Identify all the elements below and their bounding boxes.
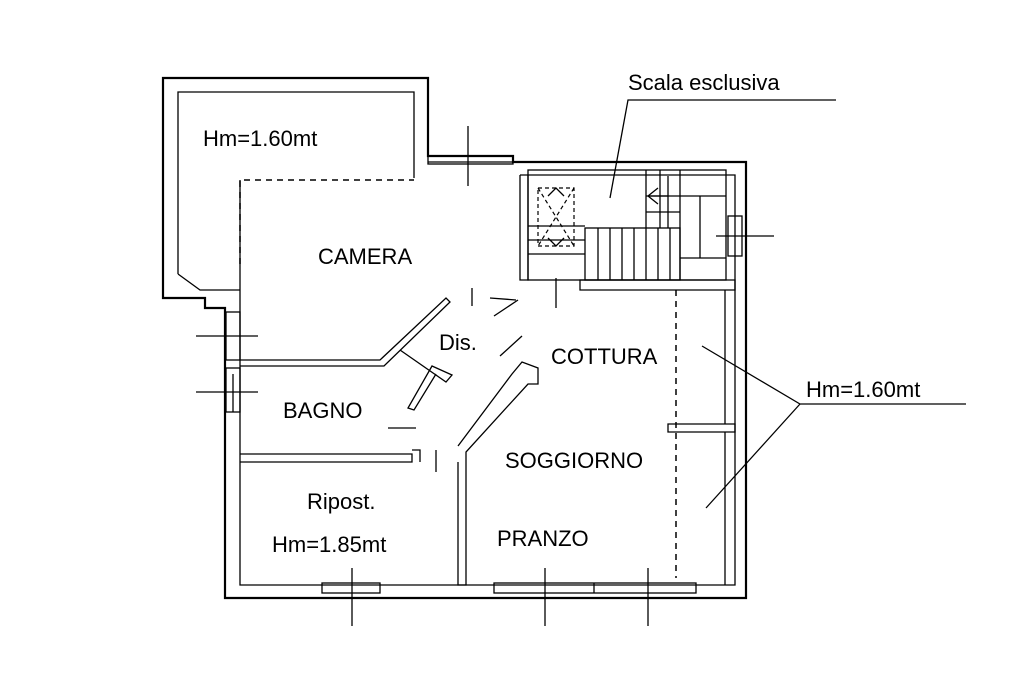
height-right-label: Hm=1.60mt <box>806 377 920 402</box>
room-cottura-label: COTTURA <box>551 344 658 369</box>
windows-bottom <box>321 568 697 626</box>
leader-lines <box>609 99 966 509</box>
room-bagno-label: BAGNO <box>283 398 362 423</box>
windows-left <box>196 311 258 413</box>
height-ripost-label: Hm=1.85mt <box>272 532 386 557</box>
camera-dashed-limit <box>239 179 414 264</box>
interior-walls <box>240 175 736 586</box>
room-camera-label: CAMERA <box>318 244 412 269</box>
window-top <box>427 126 514 186</box>
height-top-left-label: Hm=1.60mt <box>203 126 317 151</box>
room-pranzo-label: PRANZO <box>497 526 589 551</box>
room-ripost-label: Ripost. <box>307 489 375 514</box>
door-markers <box>388 278 557 472</box>
stair-note-label: Scala esclusiva <box>628 70 780 95</box>
window-right <box>716 215 774 257</box>
room-dis-label: Dis. <box>439 330 477 355</box>
outer-walls <box>161 76 748 600</box>
room-soggiorno-label: SOGGIORNO <box>505 448 643 473</box>
stair <box>527 169 727 281</box>
